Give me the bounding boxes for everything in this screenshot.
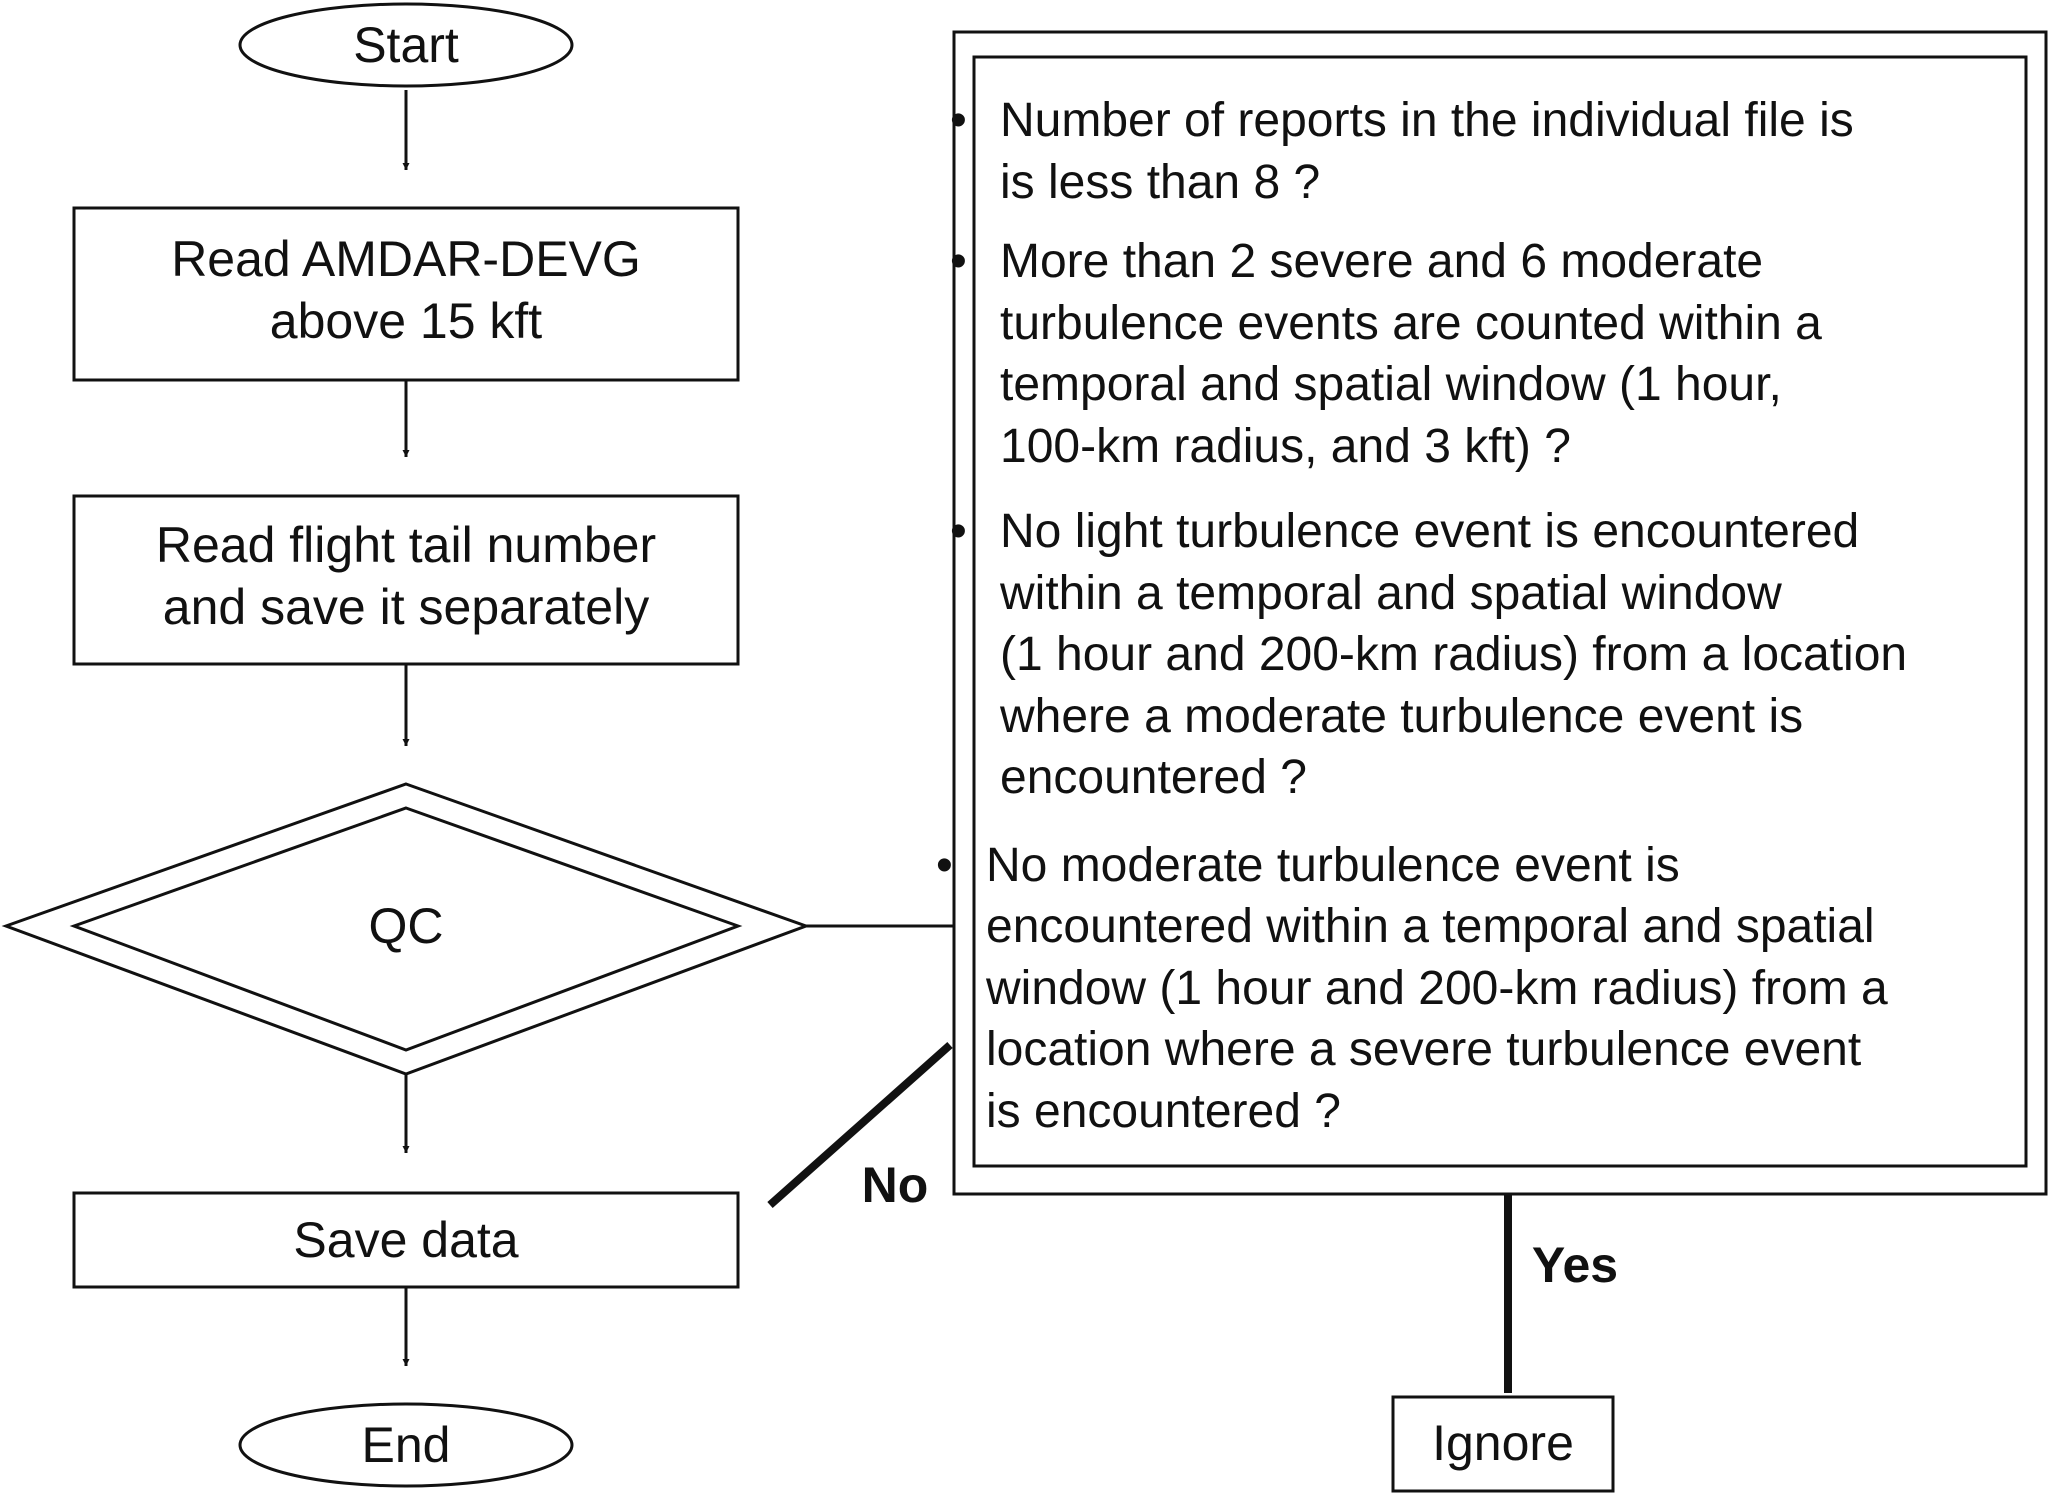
qc-label: QC: [368, 898, 444, 954]
criterion-item: Number of reports in the individual file…: [950, 90, 2040, 213]
ignore-box: [1391, 1395, 1615, 1493]
end-label: End: [361, 1417, 451, 1473]
ignore-label: Ignore: [1432, 1415, 1574, 1471]
save-data-label: Save data: [293, 1212, 519, 1268]
qc-decision-inner: [69, 806, 743, 1052]
read-tail-label: Read flight tail number and save it sepa…: [155, 517, 657, 635]
read-amdar-label: Read AMDAR-DEVG above 15 kft: [171, 231, 641, 349]
criterion-item: More than 2 severe and 6 moderate turbul…: [950, 231, 2040, 477]
criterion-item: No moderate turbulence event is encounte…: [936, 835, 2026, 1143]
start-label: Start: [353, 17, 459, 73]
arrow-no: [767, 1042, 953, 1208]
yes-label: Yes: [1531, 1237, 1619, 1293]
qc-criteria-list: Number of reports in the individual file…: [936, 90, 2040, 1142]
no-label: No: [861, 1157, 929, 1213]
start-terminal: [238, 2, 574, 88]
end-terminal: [238, 1402, 574, 1488]
criterion-item: No light turbulence event is encountered…: [950, 501, 2040, 809]
criteria-box-outer: [952, 30, 2048, 1196]
